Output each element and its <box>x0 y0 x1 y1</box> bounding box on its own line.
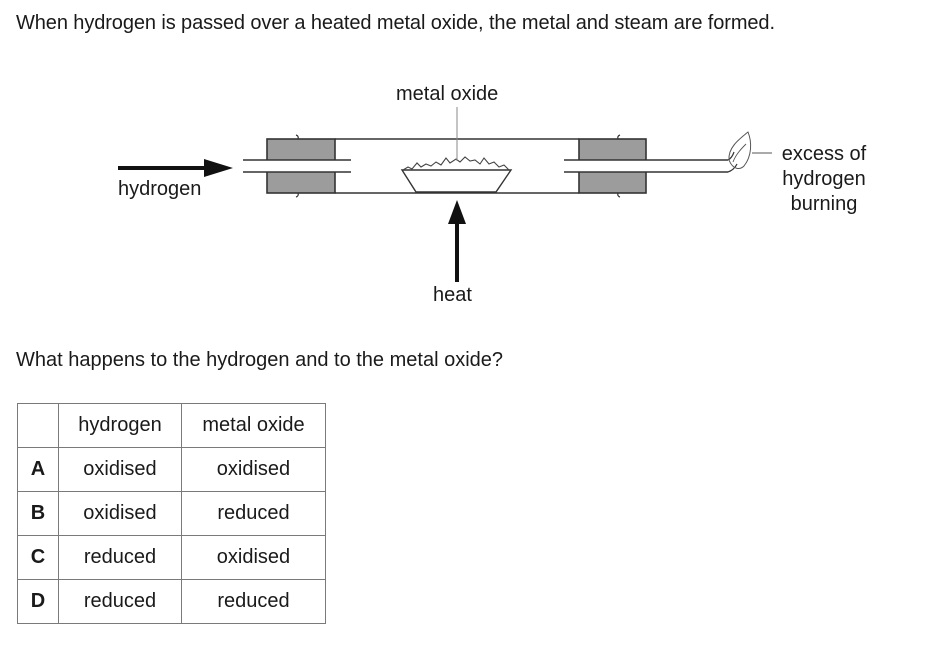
right-stopper <box>564 138 738 194</box>
header-cell-hydrogen: hydrogen <box>58 403 182 448</box>
metal-oxide-cell: oxidised <box>181 447 326 492</box>
metal-oxide-cell: reduced <box>181 579 326 624</box>
intro-text: When hydrogen is passed over a heated me… <box>16 12 775 34</box>
flame-icon <box>728 131 752 169</box>
question-text: What happens to the hydrogen and to the … <box>16 349 504 371</box>
left-stopper <box>243 138 351 194</box>
metal-oxide-label: metal oxide <box>396 83 498 105</box>
hydrogen-inflow-arrow <box>118 159 233 177</box>
heat-arrow <box>448 200 466 282</box>
answer-options-table: hydrogen metal oxide A oxidised oxidised… <box>17 403 326 624</box>
heat-label: heat <box>433 284 472 306</box>
metal-oxide-cell: reduced <box>181 491 326 536</box>
metal-oxide-boat <box>400 156 513 193</box>
hydrogen-cell: oxidised <box>58 491 182 536</box>
hydrogen-label: hydrogen <box>118 178 201 200</box>
excess-label-line3: burning <box>791 193 858 215</box>
hydrogen-cell: oxidised <box>58 447 182 492</box>
excess-label-line2: hydrogen <box>782 168 865 190</box>
table-header-row: hydrogen metal oxide <box>17 403 326 448</box>
hydrogen-cell: reduced <box>58 535 182 580</box>
option-key[interactable]: B <box>17 491 59 536</box>
table-row-option-c[interactable]: C reduced oxidised <box>17 535 326 580</box>
header-cell-key <box>17 403 59 448</box>
option-key[interactable]: A <box>17 447 59 492</box>
table-row-option-b[interactable]: B oxidised reduced <box>17 491 326 536</box>
apparatus-diagram: hydrogen metal oxide <box>118 83 867 306</box>
metal-oxide-cell: oxidised <box>181 535 326 580</box>
excess-label-line1: excess of <box>782 143 867 165</box>
header-cell-metal-oxide: metal oxide <box>181 403 326 448</box>
hydrogen-cell: reduced <box>58 579 182 624</box>
option-key[interactable]: C <box>17 535 59 580</box>
table-row-option-a[interactable]: A oxidised oxidised <box>17 447 326 492</box>
table-row-option-d[interactable]: D reduced reduced <box>17 579 326 624</box>
option-key[interactable]: D <box>17 579 59 624</box>
